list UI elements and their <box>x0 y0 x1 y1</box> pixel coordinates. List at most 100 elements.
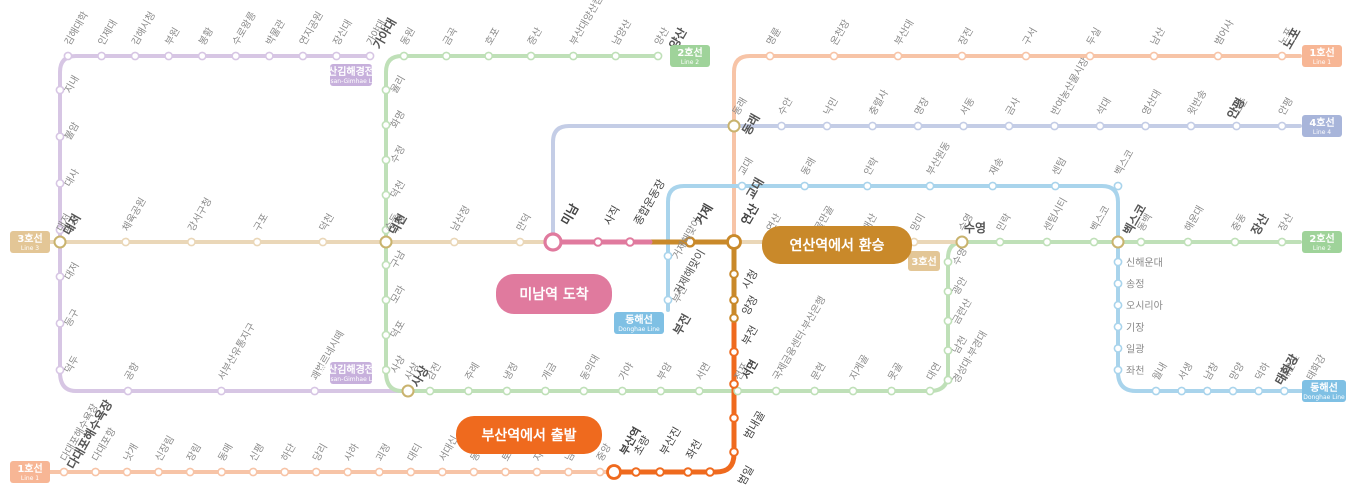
station-l1s-10[interactable] <box>374 467 384 477</box>
station-l3-7[interactable] <box>515 237 525 247</box>
transfer-marker-5[interactable] <box>1111 235 1125 249</box>
station-dhb-5[interactable] <box>1279 386 1289 396</box>
station-l1s-14[interactable] <box>501 467 510 477</box>
station-dhr-5[interactable] <box>1113 365 1123 375</box>
station-l2l-3[interactable] <box>381 190 391 200</box>
station-l2l-7[interactable] <box>381 330 391 340</box>
station-dhr-2[interactable] <box>1113 300 1123 310</box>
route-station-9[interactable] <box>729 313 739 323</box>
route-station-6[interactable] <box>729 413 739 423</box>
route-station-2[interactable] <box>655 467 665 477</box>
station-l2b-0[interactable] <box>425 386 435 396</box>
station-dhu-5[interactable] <box>1050 181 1060 191</box>
station-l2r-3[interactable] <box>1136 237 1146 247</box>
station-l2v-3[interactable] <box>943 287 953 296</box>
station-l1s-6[interactable] <box>248 467 258 477</box>
station-l3-2[interactable] <box>187 237 196 247</box>
station-dhb-0[interactable] <box>1151 386 1161 396</box>
station-gt-5[interactable] <box>231 51 241 61</box>
station-gt-7[interactable] <box>298 51 308 61</box>
station-l1s-0[interactable] <box>59 467 69 477</box>
route-station-sajik[interactable] <box>625 237 635 247</box>
station-l1s-13[interactable] <box>469 467 479 477</box>
station-l4-5[interactable] <box>959 121 968 131</box>
station-l2b-13[interactable] <box>925 386 935 396</box>
station-l3-6[interactable] <box>449 237 459 247</box>
route-station-10[interactable] <box>729 295 739 305</box>
station-l2b-11[interactable] <box>848 386 858 396</box>
route-station-8[interactable] <box>729 347 739 357</box>
station-gb-2[interactable] <box>310 386 320 396</box>
station-l4-4[interactable] <box>913 121 923 131</box>
station-l2b-2[interactable] <box>502 386 512 396</box>
transfer-marker-2[interactable] <box>53 235 67 249</box>
station-l2t-2[interactable] <box>484 51 494 61</box>
station-l1s-5[interactable] <box>217 467 227 477</box>
station-l1n-5[interactable] <box>1085 51 1095 61</box>
station-l2r-1[interactable] <box>1042 237 1052 247</box>
station-l1n-0[interactable] <box>765 51 775 61</box>
station-gt-2[interactable] <box>130 51 140 61</box>
route-station-3[interactable] <box>683 467 693 477</box>
transfer-marker-0[interactable] <box>379 235 393 249</box>
station-l1s-7[interactable] <box>280 467 290 477</box>
station-l2b-5[interactable] <box>617 386 627 396</box>
station-l1s-12[interactable] <box>437 467 447 477</box>
station-dhr-1[interactable] <box>1113 279 1123 288</box>
station-l2b-6[interactable] <box>656 386 666 396</box>
station-l2r-5[interactable] <box>1230 237 1240 247</box>
route-station-11[interactable] <box>729 269 739 279</box>
station-l2v-2[interactable] <box>943 316 953 326</box>
station-l2b-12[interactable] <box>887 386 896 396</box>
station-dhl-1[interactable] <box>663 295 673 305</box>
station-l1n-1[interactable] <box>829 51 839 61</box>
station-l4-7[interactable] <box>1050 121 1059 131</box>
station-dhr-3[interactable] <box>1113 322 1123 332</box>
station-l1n-6[interactable] <box>1149 51 1159 61</box>
station-l4-9[interactable] <box>1141 121 1150 131</box>
station-l1s-1[interactable] <box>91 467 100 477</box>
transfer-marker-4[interactable] <box>955 235 969 249</box>
station-l2b-4[interactable] <box>579 386 589 396</box>
station-l2l-5[interactable] <box>381 260 391 270</box>
station-l2v-4[interactable] <box>943 257 953 267</box>
station-l2l-8[interactable] <box>381 365 391 375</box>
station-l1s-9[interactable] <box>343 467 353 477</box>
station-l1n-7[interactable] <box>1213 51 1223 61</box>
station-l1s-3[interactable] <box>154 467 163 477</box>
station-dhr-4[interactable] <box>1113 343 1123 353</box>
station-l4-1[interactable] <box>777 121 786 131</box>
station-l2t-5[interactable] <box>611 51 621 61</box>
station-l2t-4[interactable] <box>568 51 578 61</box>
station-l1n-8[interactable] <box>1277 51 1287 61</box>
station-l3-1[interactable] <box>121 237 131 247</box>
station-dhl-0[interactable] <box>663 251 673 261</box>
station-l2t-0[interactable] <box>399 51 409 61</box>
station-gt-4[interactable] <box>197 51 207 61</box>
station-l2l-2[interactable] <box>381 155 391 165</box>
station-gt-0[interactable] <box>63 51 73 61</box>
station-l1s-17[interactable] <box>595 467 605 477</box>
station-l2l-6[interactable] <box>381 295 391 305</box>
route-station-5[interactable] <box>729 447 739 457</box>
station-l1s-2[interactable] <box>122 467 132 477</box>
station-l2l-4[interactable] <box>381 225 391 235</box>
station-l1s-15[interactable] <box>532 467 542 477</box>
station-l1s-4[interactable] <box>185 467 195 477</box>
station-l2t-1[interactable] <box>441 51 451 61</box>
station-dhb-1[interactable] <box>1177 386 1187 396</box>
route-station-7[interactable] <box>729 379 739 389</box>
station-dhu-4[interactable] <box>988 181 998 191</box>
station-gt-9[interactable] <box>365 51 375 61</box>
station-l1n-2[interactable] <box>893 51 903 61</box>
station-l2t-3[interactable] <box>526 51 536 61</box>
transfer-marker-3[interactable] <box>401 384 415 398</box>
station-gl-2[interactable] <box>55 178 65 188</box>
station-gb-1[interactable] <box>216 386 226 396</box>
station-l2l-0[interactable] <box>381 85 391 95</box>
station-gl-4[interactable] <box>55 272 65 282</box>
station-l2v-0[interactable] <box>943 375 953 385</box>
station-l3-3[interactable] <box>252 237 262 247</box>
station-gl-0[interactable] <box>55 85 65 95</box>
station-l4-6[interactable] <box>1004 121 1014 131</box>
